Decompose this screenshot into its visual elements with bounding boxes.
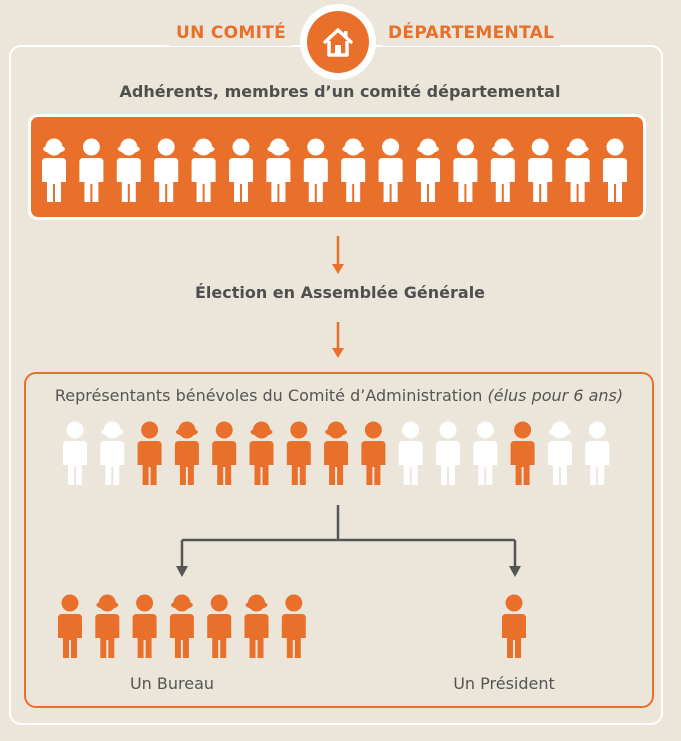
president-row bbox=[502, 594, 526, 658]
bureau-row bbox=[58, 594, 306, 658]
bureau-figure bbox=[207, 594, 232, 658]
member-figure bbox=[341, 138, 366, 202]
admin-figure bbox=[249, 421, 274, 485]
member-figure bbox=[229, 138, 253, 202]
arrow-to-bureau bbox=[176, 566, 188, 577]
admin-figure bbox=[100, 421, 125, 485]
admin-figure bbox=[436, 421, 460, 485]
member-figure bbox=[42, 138, 66, 202]
member-figure bbox=[565, 138, 590, 202]
member-figure bbox=[528, 138, 553, 202]
member-figure bbox=[154, 138, 179, 202]
admin-caption-note: (élus pour 6 ans) bbox=[487, 386, 624, 405]
admin-figure bbox=[585, 421, 610, 485]
admin-figure bbox=[286, 421, 311, 485]
tree-connector bbox=[176, 505, 521, 577]
house-icon bbox=[323, 28, 353, 57]
admin-figure bbox=[63, 421, 87, 485]
bureau-figure bbox=[169, 594, 194, 658]
member-figure bbox=[303, 138, 328, 202]
admin-figure bbox=[324, 421, 349, 485]
member-figure bbox=[191, 138, 216, 202]
admin-figure bbox=[212, 421, 237, 485]
arrow-to-admin-head bbox=[332, 348, 344, 358]
admin-figure bbox=[137, 421, 162, 485]
admin-row bbox=[63, 421, 610, 485]
admin-caption: Représentants bénévoles du Comité d’Admi… bbox=[24, 386, 654, 405]
member-figure bbox=[116, 138, 141, 202]
admin-figure bbox=[510, 421, 535, 485]
admin-frame bbox=[24, 372, 654, 708]
arrow-to-president bbox=[509, 566, 521, 577]
admin-caption-main: Représentants bénévoles du Comité d’Admi… bbox=[54, 386, 488, 405]
member-figure bbox=[416, 138, 440, 202]
member-figure bbox=[490, 138, 515, 202]
bureau-figure bbox=[244, 594, 269, 658]
home-badge bbox=[300, 4, 376, 80]
bureau-figure bbox=[132, 594, 157, 658]
members-caption: Adhérents, membres d’un comité départeme… bbox=[119, 82, 561, 101]
member-figure bbox=[453, 138, 478, 202]
president-label: Un Président bbox=[453, 674, 555, 693]
title-right: DÉPARTEMENTAL bbox=[382, 20, 561, 46]
member-figure bbox=[378, 138, 403, 202]
election-caption: Élection en Assemblée Générale bbox=[194, 283, 486, 302]
admin-figure bbox=[398, 421, 423, 485]
arrows bbox=[332, 236, 344, 358]
admin-figure bbox=[473, 421, 498, 485]
members-row bbox=[42, 138, 627, 202]
member-figure bbox=[79, 138, 104, 202]
member-figure bbox=[266, 138, 291, 202]
bureau-label: Un Bureau bbox=[129, 674, 215, 693]
member-figure bbox=[603, 138, 627, 202]
admin-figure bbox=[174, 421, 199, 485]
admin-figure bbox=[361, 421, 386, 485]
connector-lines bbox=[180, 505, 517, 570]
arrow-to-election-head bbox=[332, 264, 344, 274]
bureau-figure bbox=[58, 594, 82, 658]
title-left: UN COMITÉ bbox=[170, 20, 293, 46]
bureau-figure bbox=[95, 594, 120, 658]
admin-figure bbox=[547, 421, 572, 485]
president-figure bbox=[502, 594, 526, 658]
home-badge-circle bbox=[307, 11, 369, 73]
bureau-figure bbox=[281, 594, 306, 658]
